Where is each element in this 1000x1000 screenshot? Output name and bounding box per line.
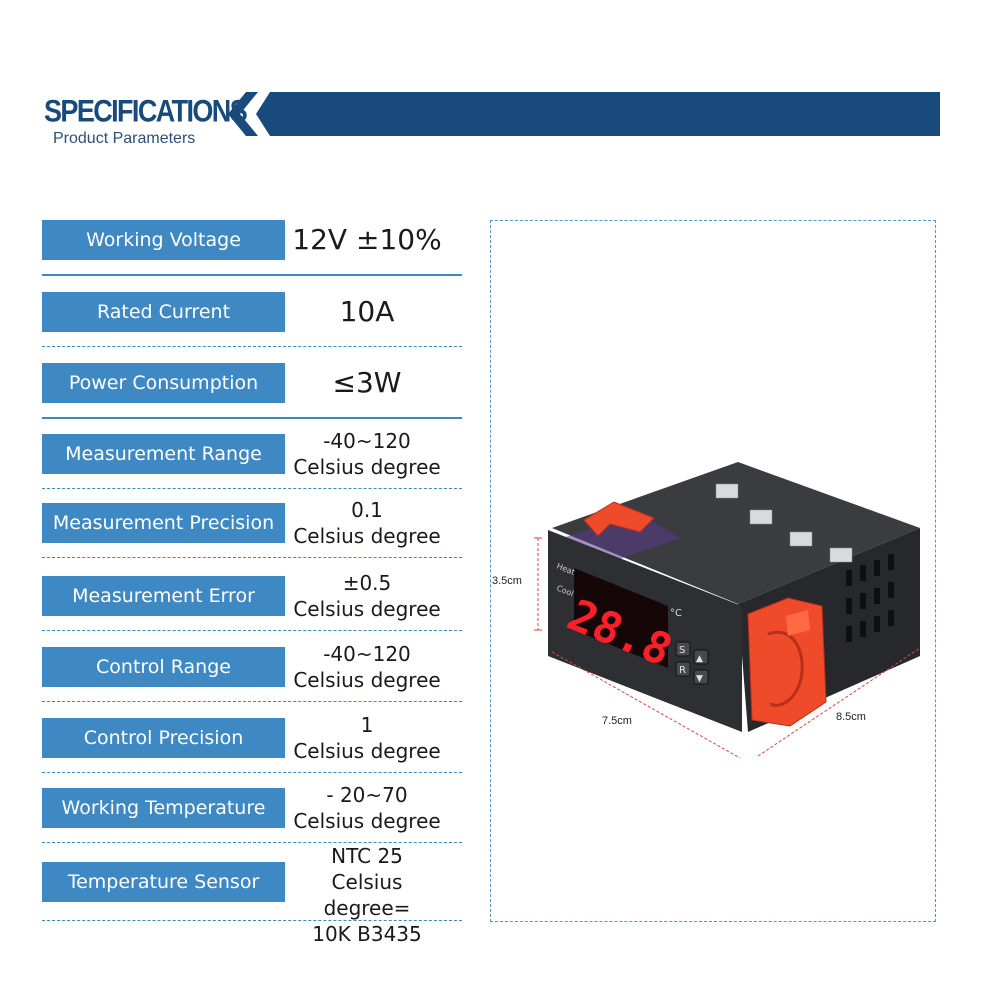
vent-slots [846, 554, 894, 642]
spec-label: Working Temperature [42, 788, 285, 828]
row-divider [42, 346, 462, 347]
spec-row: Rated Current 10A [42, 292, 462, 358]
svg-text:S: S [679, 645, 685, 656]
spec-value-line: Celsius degree [293, 739, 441, 763]
spec-title: SPECIFICATIONS [44, 94, 248, 129]
controller-top [552, 462, 920, 604]
down-button[interactable] [693, 669, 709, 685]
header-bar [256, 92, 940, 136]
up-button[interactable] [693, 649, 709, 665]
set-button[interactable] [675, 641, 691, 657]
spec-value: 10A [292, 295, 442, 329]
left-mounting-bracket [583, 501, 655, 537]
spec-value-line: ±0.5 [342, 571, 392, 595]
row-divider [42, 417, 462, 419]
unit-label: °C [670, 608, 682, 619]
right-mounting-bracket [747, 597, 827, 727]
row-divider [42, 920, 462, 921]
reset-button[interactable] [675, 661, 691, 677]
spec-value: ≤3W [292, 366, 442, 400]
spec-label: Temperature Sensor [42, 862, 285, 902]
height-dimension: 3.5cm [492, 575, 522, 587]
spec-label: Rated Current [42, 292, 285, 332]
svg-text:▲: ▲ [696, 654, 703, 664]
spec-label: Power Consumption [42, 363, 285, 403]
top-labels [715, 483, 853, 563]
spec-value-line: -40~120 [323, 429, 411, 453]
spec-value-line: -40~120 [323, 642, 411, 666]
row-divider [42, 701, 462, 702]
svg-text:▼: ▼ [696, 674, 703, 684]
spec-value-line: 10K B3435 [312, 922, 422, 946]
row-divider [42, 274, 462, 276]
spec-label: Measurement Error [42, 576, 285, 616]
spec-value-line: Celsius degree [293, 597, 441, 621]
width-dimension: 7.5cm [602, 715, 632, 727]
spec-subtitle: Product Parameters [53, 130, 196, 147]
spec-row: Power Consumption ≤3W [42, 363, 462, 429]
control-buttons: S ▲ R ▼ [675, 641, 709, 685]
spec-value-line: Celsius degree [293, 668, 441, 692]
spec-label: Control Range [42, 647, 285, 687]
spec-value-line: NTC 25 [331, 844, 403, 868]
spec-value-line: Celsius degree [293, 455, 441, 479]
row-divider [42, 488, 462, 489]
row-divider [42, 557, 462, 558]
spec-label: Measurement Precision [42, 503, 285, 543]
row-divider [42, 842, 462, 843]
display-window [574, 568, 668, 668]
dimension-lines [534, 537, 921, 759]
chevron-left-icon [228, 92, 258, 136]
product-image-frame [490, 220, 936, 922]
spec-value-line: - 20~70 [326, 783, 408, 807]
spec-value-line: ≤3W [332, 366, 402, 399]
spec-value-line: Celsius degree [293, 524, 441, 548]
depth-dimension: 8.5cm [836, 711, 866, 723]
row-divider [42, 630, 462, 631]
thermostat-controller-image: 28.8 °C Heat Cool S ▲ R ▼ 3.5cm 7.5cm 8.… [492, 462, 921, 759]
spec-value-line: 0.1 [351, 498, 383, 522]
spec-value-line: Celsius degree [293, 809, 441, 833]
spec-value-line: 10A [339, 295, 395, 328]
header-banner [228, 92, 940, 136]
spec-value: 12V ±10% [292, 223, 442, 257]
svg-text:R: R [679, 665, 686, 676]
spec-label: Control Precision [42, 718, 285, 758]
spec-value-line: 12V ±10% [292, 223, 442, 256]
spec-label: Measurement Range [42, 434, 285, 474]
spec-label: Working Voltage [42, 220, 285, 260]
row-divider [42, 772, 462, 773]
spec-value-line: 1 [360, 713, 374, 737]
spec-value-line: Celsius degree= [323, 870, 411, 920]
